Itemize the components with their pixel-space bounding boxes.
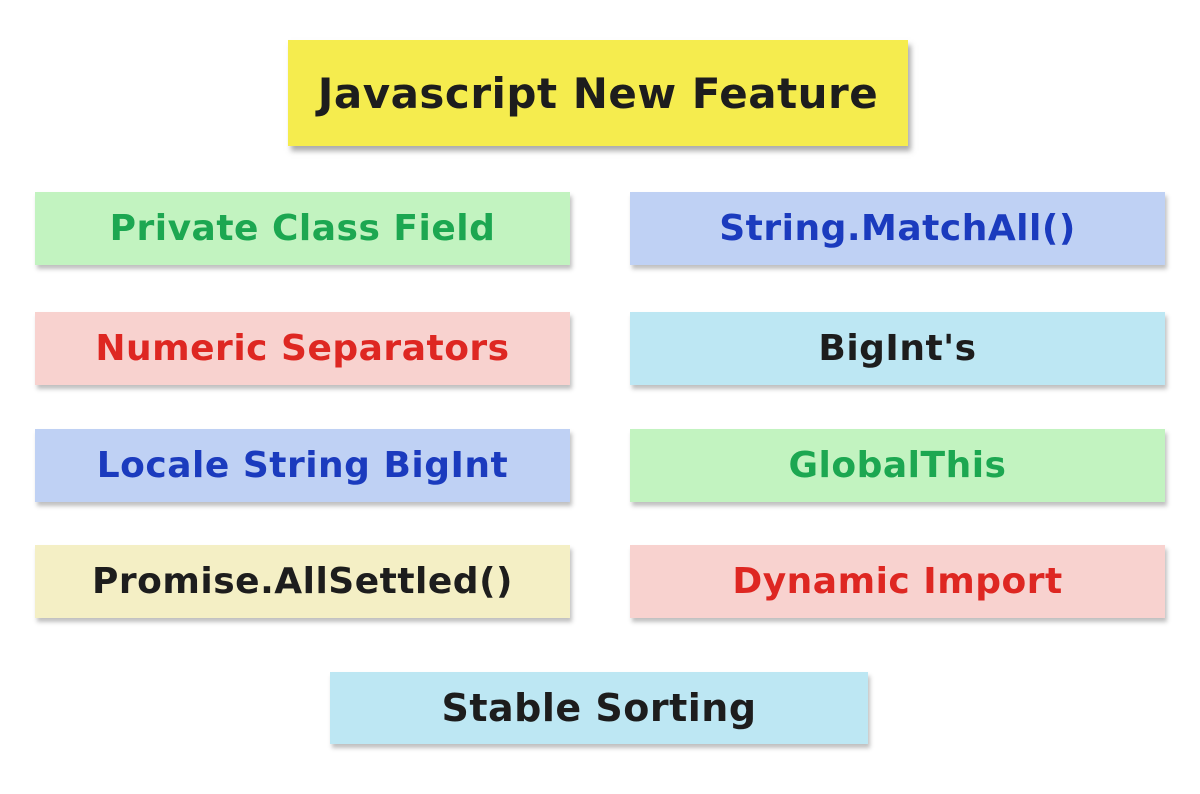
feature-box-private-class-field: Private Class Field — [35, 192, 570, 265]
feature-box-string-matchall: String.MatchAll() — [630, 192, 1165, 265]
feature-box-numeric-separators: Numeric Separators — [35, 312, 570, 385]
feature-box-locale-string-bigint: Locale String BigInt — [35, 429, 570, 502]
feature-box-globalthis: GlobalThis — [630, 429, 1165, 502]
title-box: Javascript New Feature — [288, 40, 908, 146]
feature-box-stable-sorting: Stable Sorting — [330, 672, 868, 744]
feature-box-dynamic-import: Dynamic Import — [630, 545, 1165, 618]
feature-box-promise-allsettled: Promise.AllSettled() — [35, 545, 570, 618]
feature-box-bigints: BigInt's — [630, 312, 1165, 385]
